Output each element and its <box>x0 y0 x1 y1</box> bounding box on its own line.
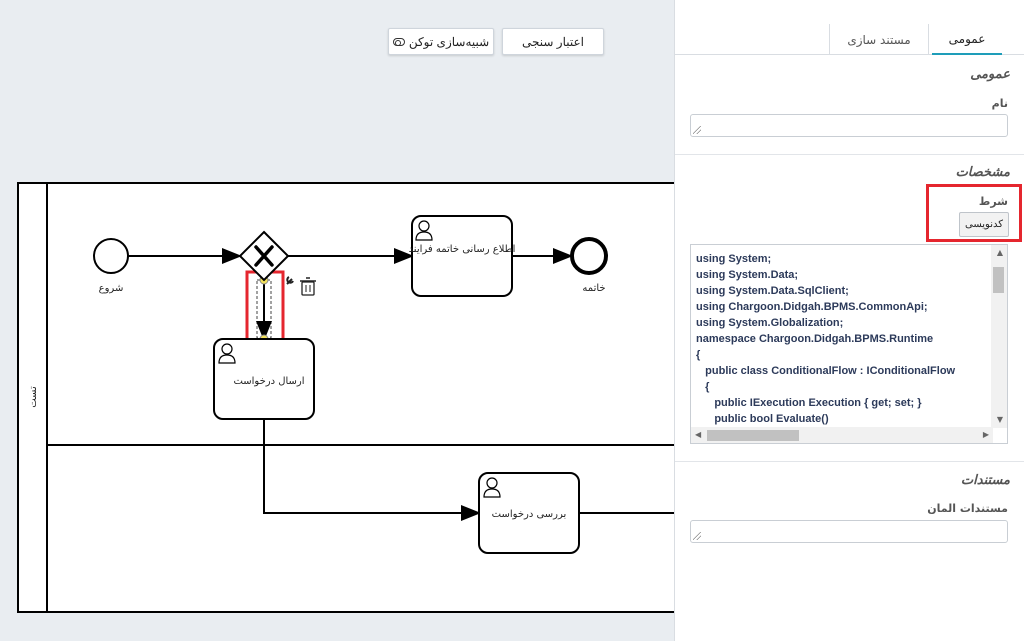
scroll-up-icon[interactable]: ▲ <box>996 248 1003 257</box>
resize-grip-icon[interactable] <box>693 126 701 134</box>
section-divider <box>675 154 1024 155</box>
user-icon <box>415 220 433 241</box>
vertical-scrollbar[interactable]: ▲ ▼ <box>991 245 1007 428</box>
name-label: نام <box>991 97 1008 110</box>
task-send-request[interactable]: ارسال درخواست <box>213 338 315 420</box>
code-line: { <box>696 381 710 393</box>
condition-highlight-box <box>926 184 1022 242</box>
horizontal-scroll-thumb[interactable] <box>707 430 799 441</box>
lane-label: تست <box>28 386 39 408</box>
token-simulation-button[interactable]: شبیه‌سازی توکن <box>388 28 494 55</box>
code-line: public bool Evaluate() <box>696 413 829 425</box>
code-line: using System.Globalization; <box>696 317 844 329</box>
flow-send-to-review[interactable] <box>263 419 481 521</box>
scroll-right-icon[interactable]: ▶ <box>982 430 989 439</box>
exclusive-gateway[interactable] <box>238 230 290 282</box>
code-line: using System.Data.SqlClient; <box>696 285 849 297</box>
code-line: { <box>696 349 701 361</box>
horizontal-scrollbar[interactable]: ◀ ▶ <box>691 427 993 443</box>
code-editor[interactable]: using System; using System.Data; using Sys… <box>690 244 1008 444</box>
code-editor-button[interactable]: کدنویسی <box>959 212 1009 237</box>
code-line: using System; <box>696 253 772 265</box>
end-event[interactable]: خاتمه <box>570 237 608 294</box>
code-line: public class ConditionalFlow : IConditio… <box>696 365 956 377</box>
tab-documentation[interactable]: مستند سازی <box>829 24 929 55</box>
wrench-icon[interactable] <box>286 276 294 285</box>
trash-icon[interactable] <box>300 277 316 296</box>
task-notify-end[interactable]: اطلاع رسانی خاتمه فرایند <box>409 215 516 297</box>
code-line: namespace Chargoon.Didgah.BPMS.Runtime <box>696 333 934 345</box>
validate-button-label: اعتبار سنجی <box>522 34 584 49</box>
scroll-down-icon[interactable]: ▼ <box>996 415 1003 424</box>
end-event-label: خاتمه <box>582 283 605 294</box>
bpmn-diagram[interactable]: تست شروع <box>0 0 674 641</box>
code-line: using System.Data; <box>696 269 799 281</box>
general-section-title: عمومی <box>970 67 1010 82</box>
name-field[interactable] <box>690 114 1008 137</box>
diagram-canvas[interactable]: تست شروع <box>0 0 674 641</box>
properties-panel: عمومی مستند سازی عمومی نام مشخصات شرط کد… <box>674 0 1024 641</box>
x-mark-icon <box>254 245 274 267</box>
task-notify-label: اطلاع رسانی خاتمه فرایند <box>409 244 516 255</box>
condition-label: شرط <box>978 195 1008 208</box>
toggle-icon <box>392 37 405 46</box>
code-line: public IExecution Execution { get; set; … <box>696 397 922 409</box>
documentation-section-title: مستندات <box>960 473 1010 488</box>
element-docs-field[interactable] <box>690 520 1008 543</box>
element-docs-label: مستندات المان <box>927 502 1008 515</box>
vertical-scroll-thumb[interactable] <box>993 267 1004 293</box>
task-send-label: ارسال درخواست <box>233 376 304 387</box>
start-event-label: شروع <box>99 283 124 294</box>
validate-button[interactable]: اعتبار سنجی <box>502 28 604 55</box>
task-review-label: بررسی درخواست <box>492 509 567 520</box>
code-text[interactable]: using System; using System.Data; using Sys… <box>696 251 955 427</box>
properties-section-title: مشخصات <box>955 165 1010 180</box>
start-event[interactable]: شروع <box>93 238 129 294</box>
token-simulation-label: شبیه‌سازی توکن <box>408 34 490 49</box>
user-icon <box>483 477 501 498</box>
scroll-left-icon[interactable]: ◀ <box>695 430 702 439</box>
user-icon <box>218 343 236 364</box>
panel-tabs: عمومی مستند سازی <box>675 0 1024 55</box>
task-review-request[interactable]: بررسی درخواست <box>478 472 580 554</box>
code-line: using Chargoon.Didgah.BPMS.CommonApi; <box>696 301 928 313</box>
section-divider <box>675 461 1024 462</box>
tab-general[interactable]: عمومی <box>932 24 1002 55</box>
resize-grip-icon[interactable] <box>693 532 701 540</box>
